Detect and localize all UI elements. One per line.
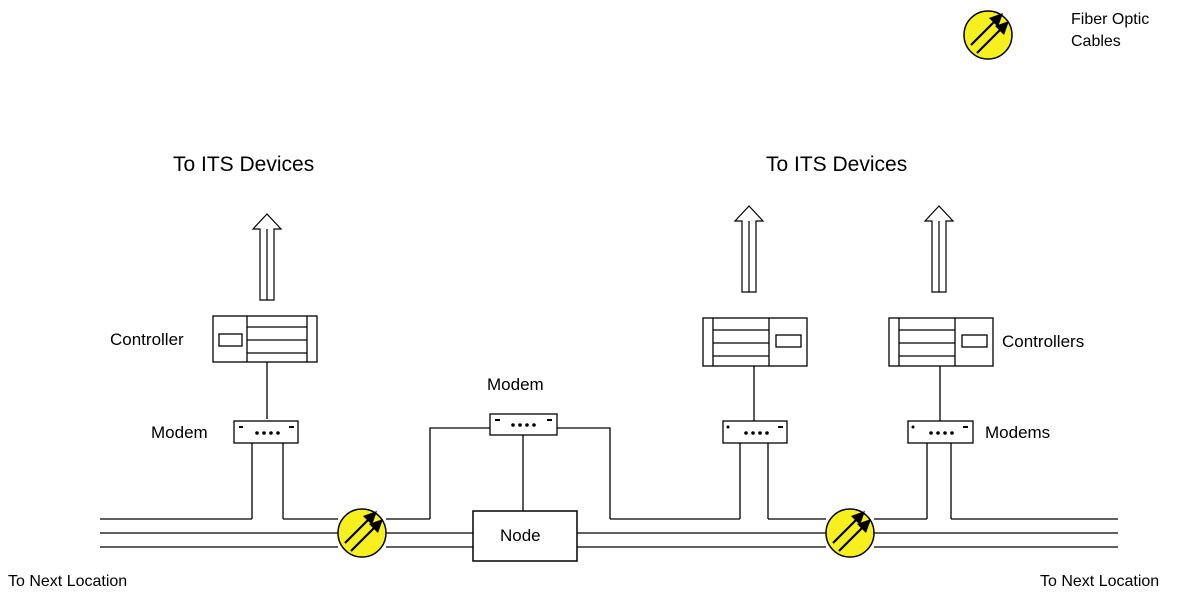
trunk-cable	[100, 518, 1118, 548]
modem-center	[489, 413, 558, 436]
controller-right-1	[702, 317, 808, 367]
to-its-devices-left-label: To ITS Devices	[173, 153, 315, 176]
fiber-optic-icon-right	[825, 508, 875, 558]
to-its-devices-right-label: To ITS Devices	[766, 153, 908, 176]
controller-label: Controller	[110, 330, 184, 349]
modem-right-1	[722, 420, 788, 444]
controller-left	[212, 315, 318, 363]
node-label: Node	[500, 526, 541, 545]
to-next-location-left-label: To Next Location	[8, 573, 128, 590]
modem-left-label: Modem	[151, 423, 208, 442]
legend-label-line2: Cables	[1071, 33, 1121, 50]
legend-label-line1: Fiber Optic	[1071, 11, 1150, 28]
to-next-location-right-label: To Next Location	[1040, 573, 1160, 590]
controllers-label: Controllers	[1002, 332, 1085, 351]
controller-right-2	[888, 317, 994, 367]
legend-label: Fiber Optic Cables	[1071, 9, 1149, 53]
center-modem-links	[429, 427, 611, 519]
right-modem-drops	[739, 366, 952, 519]
fiber-optic-icon	[963, 10, 1013, 60]
fiber-optic-icon-left	[337, 508, 387, 558]
node-box	[472, 510, 578, 562]
modem-right-2	[907, 420, 974, 444]
modem-center-label: Modem	[487, 375, 544, 394]
modems-label: Modems	[985, 423, 1051, 442]
modem-left	[233, 420, 299, 444]
left-modem-drop	[251, 362, 284, 519]
